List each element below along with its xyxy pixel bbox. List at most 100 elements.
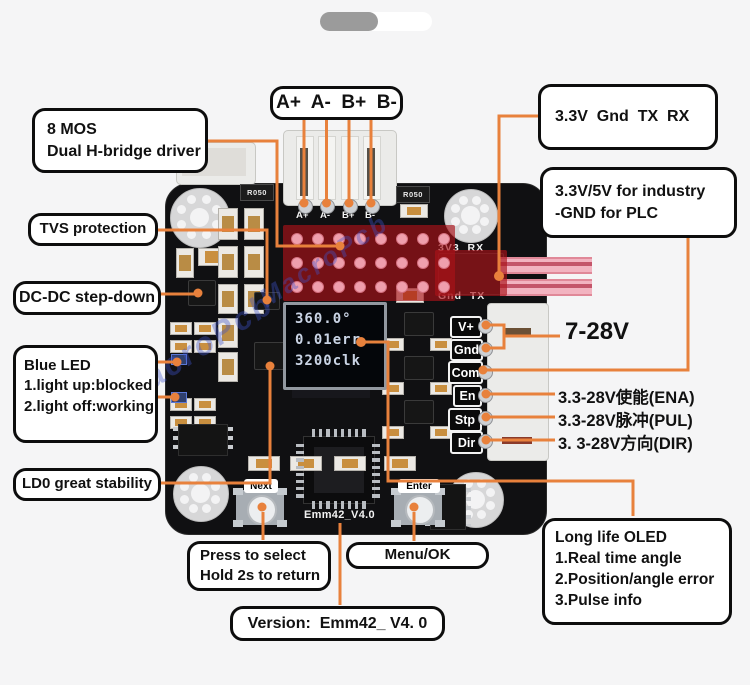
smd-component — [170, 340, 192, 353]
mounting-hole-via — [450, 204, 460, 214]
smd-component — [404, 356, 434, 380]
smd-component — [218, 352, 238, 382]
mounting-hole-via — [176, 219, 186, 229]
pin-label-vplus: V+ — [450, 316, 482, 338]
mounting-hole-via — [480, 204, 490, 214]
label-ena: 3.3-28V使能(ENA) — [558, 389, 695, 407]
silk-b-plus: B+ — [342, 210, 355, 221]
callout-plc: 3.3V/5V for industry -GND for PLC — [540, 167, 737, 238]
mounting-hole-via — [202, 504, 211, 514]
qfp-pin — [372, 472, 380, 476]
smd-component — [194, 322, 216, 335]
smd-component — [244, 246, 264, 278]
qfp-pin — [296, 480, 304, 484]
callout-next-line1: Press to select — [200, 546, 306, 564]
smd-component — [218, 208, 238, 240]
through-hole-pad — [477, 341, 493, 357]
smd-component — [176, 248, 194, 278]
mos-pad — [438, 281, 450, 293]
smd-component — [244, 208, 264, 240]
carousel-indicator-thumb — [320, 12, 378, 31]
qfp-pin — [326, 429, 330, 437]
qfp-pin — [296, 494, 304, 498]
through-hole-pad — [342, 198, 358, 214]
mounting-hole-via — [459, 225, 469, 235]
through-hole-pad — [477, 387, 493, 403]
mounting-hole-via — [187, 194, 197, 204]
callout-plc-line1: 3.3V/5V for industry — [555, 182, 706, 200]
connector-contact — [300, 148, 308, 196]
silk-b-minus: B- — [365, 210, 376, 221]
mos-pad — [354, 281, 366, 293]
smd-component — [382, 426, 404, 439]
smd-component — [188, 280, 216, 306]
callout-blue-led-line2: 1.light up:blocked — [24, 377, 153, 395]
qfp-pin — [296, 458, 304, 462]
smd-component — [218, 246, 238, 278]
callout-phase-text: A+ A- B+ B- — [276, 92, 397, 114]
silk-model: Emm42_V4.0 — [304, 509, 375, 521]
mos-pad — [396, 281, 408, 293]
serial-wire — [500, 257, 592, 274]
callout-plc-line2: -GND for PLC — [555, 204, 659, 222]
callout-version: Version: Emm42_ V4. 0 — [230, 606, 445, 641]
mos-pad — [291, 257, 303, 269]
callout-next-line2: Hold 2s to return — [200, 567, 321, 584]
callout-oled-info-line1: Long life OLED — [555, 529, 667, 546]
qfp-pin — [319, 429, 323, 437]
mos-pad — [291, 233, 303, 245]
smd-component — [334, 456, 366, 471]
mos-pad — [375, 233, 387, 245]
mos-pad — [354, 233, 366, 245]
mounting-hole-via — [211, 481, 221, 491]
smd-component — [430, 382, 452, 395]
mounting-hole-via — [480, 216, 490, 226]
callout-serial-pins: 3.3V Gnd TX RX — [538, 84, 718, 150]
callout-blue-led-line3: 2.light off:working — [24, 397, 154, 415]
qfp-pin — [326, 501, 330, 509]
mounting-hole-via — [188, 472, 198, 482]
smd-component — [290, 456, 322, 471]
smd-component — [404, 312, 434, 336]
callout-menu-text: Menu/OK — [384, 546, 451, 564]
mos-pad — [396, 257, 408, 269]
callout-8mos: 8 MOS Dual H-bridge driver — [32, 108, 208, 173]
label-power-range: 7-28V — [565, 318, 630, 345]
qfp-pin — [340, 501, 344, 509]
oled-line-angle: 360.0° — [295, 311, 352, 327]
next-button-label: Next — [244, 479, 278, 493]
qfp-pin — [296, 451, 304, 455]
connector-contact — [367, 148, 375, 196]
through-hole-pad — [477, 410, 493, 426]
mounting-hole-center — [190, 483, 210, 503]
qfp-pin — [348, 429, 352, 437]
callout-version-text: Version: Emm42_ V4. 0 — [247, 614, 428, 632]
mos-pad — [375, 257, 387, 269]
mounting-hole-via — [211, 495, 221, 504]
mounting-hole-via — [450, 216, 460, 226]
callout-ldo-text: LD0 great stability — [21, 475, 153, 493]
qfp-pin — [333, 501, 337, 509]
qfp-pin — [372, 458, 380, 462]
mos-pad — [291, 281, 303, 293]
mounting-hole-via — [201, 194, 211, 204]
sense-resistor-r050: R050 — [240, 184, 274, 201]
mos-pad — [438, 233, 450, 245]
callout-oled-info: Long life OLED 1.Real time angle 2.Posit… — [542, 518, 732, 625]
callout-8mos-line2: Dual H-bridge driver — [47, 142, 201, 160]
mounting-hole-via — [179, 481, 189, 491]
mounting-hole-center — [189, 207, 209, 227]
smd-component — [404, 400, 434, 424]
mounting-hole-center — [460, 205, 480, 225]
qfp-pin — [355, 501, 359, 509]
mounting-hole-via — [459, 195, 469, 205]
callout-next-button: Press to select Hold 2s to return — [187, 541, 331, 591]
callout-serial-text: 3.3V Gnd TX RX — [555, 108, 690, 126]
through-hole-pad — [477, 318, 493, 334]
callout-ldo: LD0 great stability — [13, 468, 161, 501]
label-dir: 3. 3-28V方向(DIR) — [558, 435, 693, 453]
callout-dcdc: DC-DC step-down — [13, 281, 161, 315]
through-hole-pad — [297, 198, 313, 214]
qfp-pin — [296, 487, 304, 491]
